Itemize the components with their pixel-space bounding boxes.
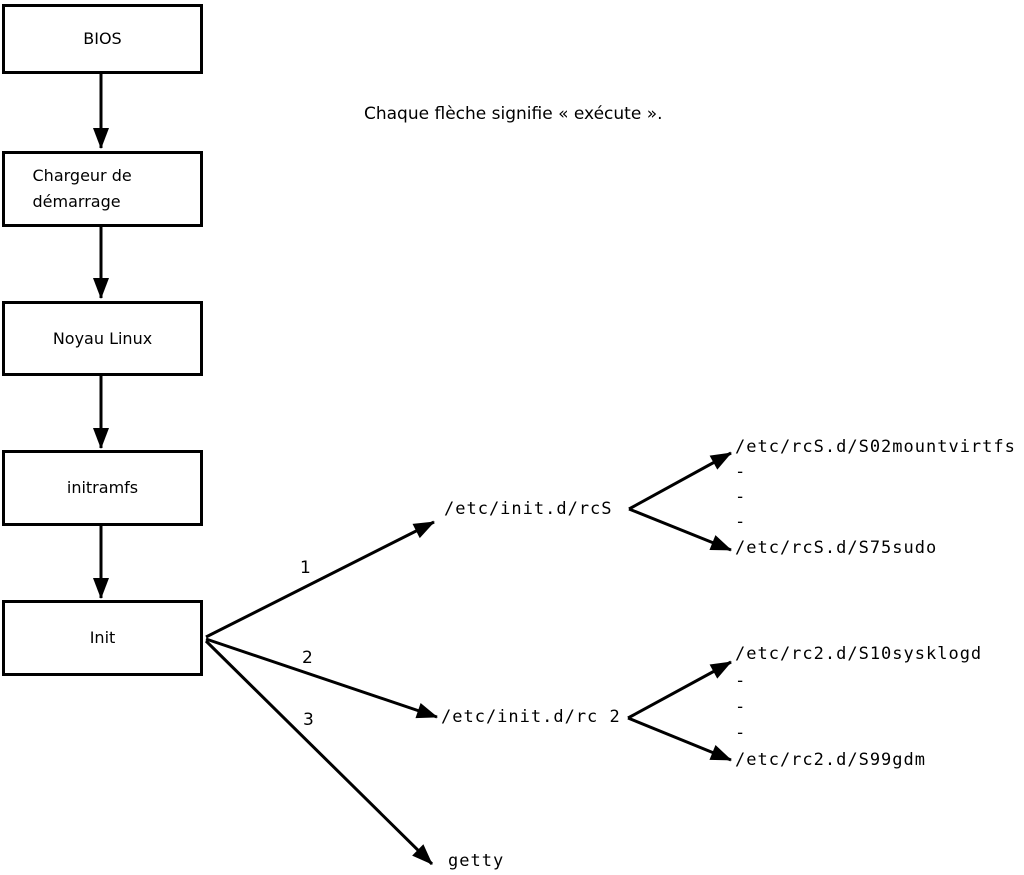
box-bootloader-label: Chargeur de démarrage [32, 166, 132, 211]
path-init-d-rc2: /etc/init.d/rc 2 [441, 707, 621, 727]
rcs-ellipsis-dash: - [735, 462, 747, 482]
box-init: Init [2, 600, 203, 676]
path-rcs-last-script: /etc/rcS.d/S75sudo [735, 538, 938, 558]
box-init-label: Init [89, 628, 116, 647]
rc2-ellipsis-dash: - [735, 697, 747, 717]
arrow-rc2-to-last [627, 716, 732, 762]
box-initramfs-label: initramfs [66, 478, 139, 497]
arrow-label-2: 2 [302, 648, 313, 668]
arrow-rcs-to-first [628, 451, 732, 511]
diagram-caption: Chaque flèche signifie « exécute ». [364, 104, 663, 124]
arrow-rc2-to-first [627, 660, 732, 720]
path-rc2-last-script: /etc/rc2.d/S99gdm [735, 750, 926, 770]
path-init-d-rcs: /etc/init.d/rcS [444, 499, 613, 519]
path-rc2-first-script: /etc/rc2.d/S10sysklogd [735, 644, 983, 664]
rcs-ellipsis-dash: - [735, 487, 747, 507]
arrow-init-to-rc2 [205, 637, 438, 719]
rcs-ellipsis-dash: - [735, 512, 747, 532]
path-rcs-first-script: /etc/rcS.d/S02mountvirtfs [735, 437, 1016, 457]
arrow-init-to-rcs [205, 520, 435, 639]
arrow-label-1: 1 [300, 558, 311, 578]
box-kernel: Noyau Linux [2, 301, 203, 376]
box-kernel-label: Noyau Linux [52, 328, 153, 348]
box-bios: BIOS [2, 4, 203, 74]
rc2-ellipsis-dash: - [735, 723, 747, 743]
path-getty: getty [448, 851, 505, 871]
arrow-rcs-to-last [628, 507, 732, 552]
arrow-init-to-getty [204, 639, 434, 866]
box-bootloader: Chargeur de démarrage [2, 151, 203, 227]
rc2-ellipsis-dash: - [735, 671, 747, 691]
arrow-label-3: 3 [303, 710, 314, 730]
box-initramfs: initramfs [2, 450, 203, 526]
box-bios-label: BIOS [83, 29, 122, 48]
